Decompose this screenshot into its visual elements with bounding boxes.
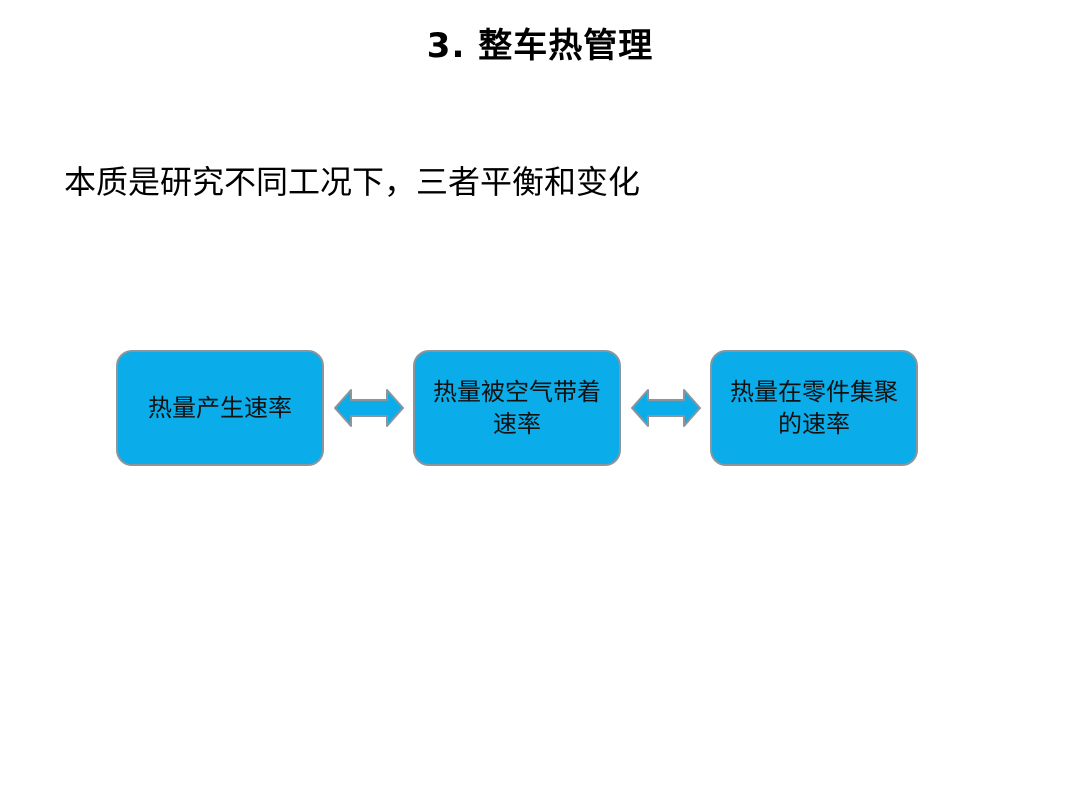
flow-box-label: 热量产生速率 (148, 394, 292, 422)
double-arrow-icon (334, 389, 404, 427)
double-arrow-icon (631, 389, 701, 427)
flow-box-heat-accumulation: 热量在零件集聚的速率 (710, 350, 918, 466)
flow-box-label: 热量在零件集聚的速率 (730, 378, 898, 438)
flow-box-heat-carried-by-air: 热量被空气带着速率 (413, 350, 621, 466)
flow-box-label: 热量被空气带着速率 (433, 378, 601, 438)
page-title: 3. 整车热管理 (426, 26, 654, 66)
flow-box-heat-generation: 热量产生速率 (116, 350, 324, 466)
page-subtitle: 本质是研究不同工况下，三者平衡和变化 (64, 163, 641, 201)
